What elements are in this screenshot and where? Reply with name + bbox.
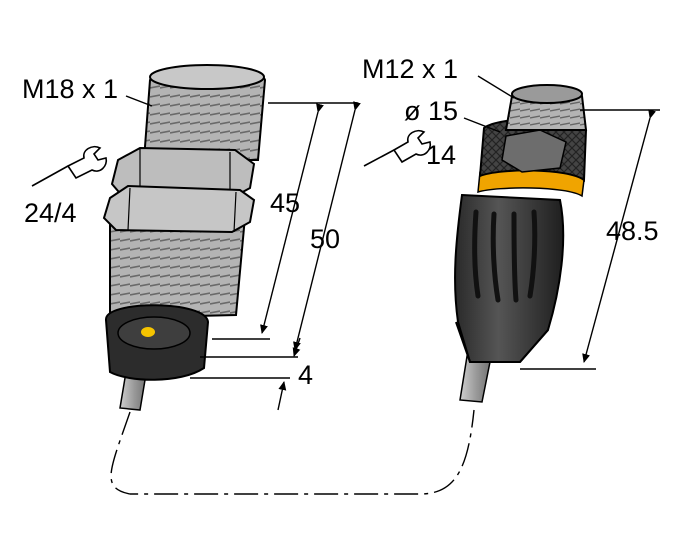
sensor-dimensions (125, 95, 361, 411)
sensor-thread-label: M18 x 1 (22, 74, 118, 104)
connector-diameter-label: ø 15 (404, 96, 458, 126)
led-indicator (141, 327, 155, 337)
connector-wrench-label: 14 (426, 140, 456, 170)
sensor-body (102, 64, 267, 411)
dimension-45-label: 45 (270, 188, 300, 218)
wrench-icon (31, 145, 108, 187)
connector-thread-label: M12 x 1 (362, 54, 458, 84)
sensor-wrench-label: 24/4 (24, 198, 77, 228)
dimension-48-5-label: 48.5 (606, 216, 659, 246)
dimension-4-label: 4 (298, 360, 313, 390)
connector-body (454, 84, 588, 403)
cable-link-line (110, 409, 475, 495)
connector-dimensions (463, 75, 660, 370)
wrench-icon (363, 129, 432, 167)
dimension-50-label: 50 (310, 224, 340, 254)
